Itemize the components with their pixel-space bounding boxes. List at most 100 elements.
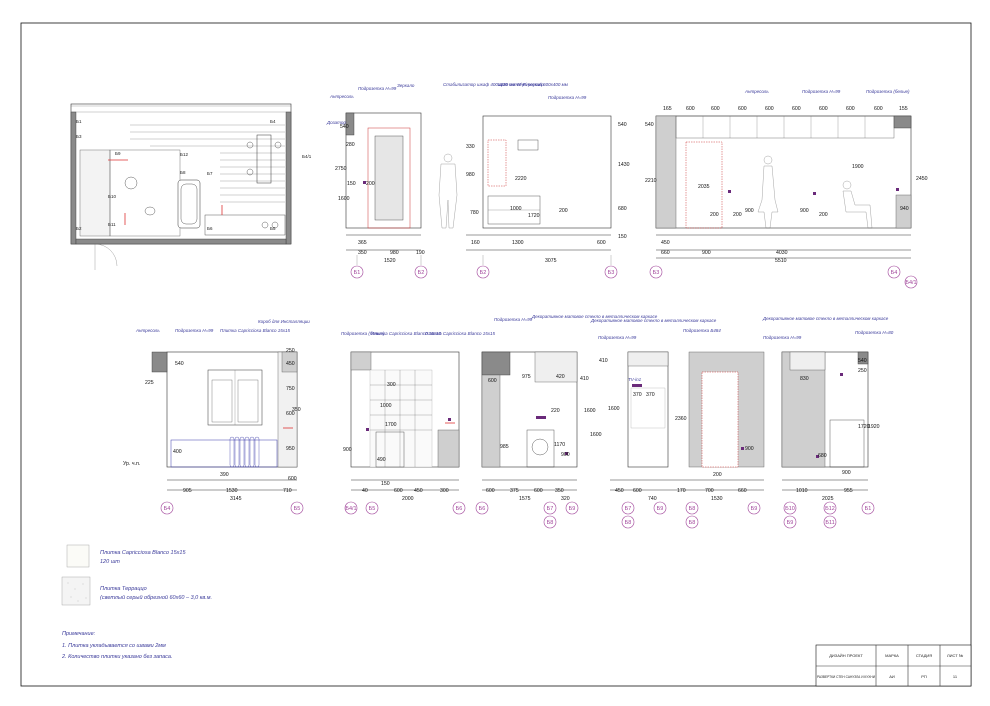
tb-value-project: РАЗВЕРТКИ СТЕН САНУЗЛА И КУХНИ: [817, 675, 876, 679]
axis-circle: [365, 501, 379, 515]
dimension-text: 410: [599, 358, 608, 364]
plan-mark: Б8: [180, 170, 186, 175]
axis-circle: [783, 501, 797, 515]
axis-label: Б4: [164, 506, 171, 512]
dimension-text: 200: [559, 208, 568, 214]
dimension-text: 390: [220, 472, 229, 478]
axis-label: Б9: [569, 506, 576, 512]
dimension-text: 1000: [380, 403, 392, 409]
axis-label: Б7: [547, 506, 554, 512]
axis-circle: [543, 515, 557, 529]
callout-label: Подрозетка Н=80: [855, 330, 894, 335]
dimension-text: 975: [522, 374, 531, 380]
axis-circle: [452, 501, 466, 515]
axis-circle: [823, 515, 837, 529]
dimension-text: 600: [874, 106, 883, 112]
axis-circle: [350, 265, 364, 279]
callout-label: Зеркало: [397, 83, 415, 88]
title-block: ДИЗАЙН ПРОЕКТ МАРКА СТАДИЯ ЛИСТ № РАЗВЕР…: [815, 644, 972, 687]
axis-marker: Б9: [747, 501, 761, 515]
dimension-text: 700: [705, 488, 714, 494]
dimension-text: 750: [286, 386, 295, 392]
elevation-v4: [151, 351, 298, 491]
axis-circle: [685, 501, 699, 515]
dimension-text: 830: [800, 376, 809, 382]
elevation-v5: [350, 351, 460, 491]
axis-circle: [649, 265, 663, 279]
axis-marker: Б8: [685, 515, 699, 529]
dimension-text: 165: [663, 106, 672, 112]
dimension-text: 600: [711, 106, 720, 112]
dimension-text: 220: [551, 408, 560, 414]
plan-mark: Б5: [270, 226, 276, 231]
tb-value-stage: РП: [921, 674, 927, 679]
axis-circle: [290, 501, 304, 515]
axis-marker: Б2: [414, 265, 428, 279]
dimension-text: 950: [286, 446, 295, 452]
dimension-text: 420: [556, 374, 565, 380]
sheet-border: [20, 22, 972, 687]
dimension-text: 1600: [338, 196, 350, 202]
dimension-text: 2750: [335, 166, 347, 172]
plan-mark: Б1: [76, 119, 82, 124]
callout-label: Антресоль: [135, 328, 160, 333]
axis-marker: Б6: [475, 501, 489, 515]
dimension-text: 600: [633, 488, 642, 494]
dimension-text: 1520: [384, 258, 396, 264]
dimension-text: 2025: [822, 496, 834, 502]
callout-label: Декоративное матовое стекло в металличес…: [590, 318, 717, 323]
dimension-text: Ур. ч.п.: [123, 461, 140, 467]
dimension-text: 300: [440, 488, 449, 494]
dimension-text: 780: [470, 210, 479, 216]
callout-label: Декоративное матовое стекло в металличес…: [531, 314, 658, 319]
callout-label: Дозатор: [326, 120, 346, 125]
dimension-text: 225: [145, 380, 154, 386]
axis-marker: Б9: [565, 501, 579, 515]
dimension-text: 370: [633, 392, 642, 398]
callout-label: Плитка Capricciosa Blanco 15х15: [371, 331, 441, 336]
axis-marker: Б3: [604, 265, 618, 279]
axis-label: Б11: [825, 520, 834, 526]
dimension-text: 900: [745, 446, 754, 452]
dimension-text: 1430: [618, 162, 630, 168]
dimension-text: 300: [387, 382, 396, 388]
dimension-text: 600: [488, 378, 497, 384]
axis-label: Б8: [689, 520, 696, 526]
notes: Примечание: 1. Плитка укладывается со шв…: [61, 631, 172, 660]
axis-marker: Б4/1: [344, 501, 358, 515]
axis-circle: [904, 275, 918, 289]
dimension-text: 1600: [584, 408, 596, 414]
axis-circle: [747, 501, 761, 515]
axis-label: Б3: [653, 270, 660, 276]
axis-marker: Б9: [653, 501, 667, 515]
axis-circle: [621, 501, 635, 515]
notes-item: 1. Плитка укладывается со швами 2мм: [62, 643, 166, 649]
dimension-text: 190: [416, 250, 425, 256]
dimension-text: 2000: [402, 496, 414, 502]
axis-label: Б8: [625, 520, 632, 526]
dimension-text: 320: [561, 496, 570, 502]
axis-label: Б5: [294, 506, 301, 512]
dimension-text: 540: [858, 358, 867, 364]
dimension-text: 540: [645, 122, 654, 128]
dimension-text: 600: [534, 488, 543, 494]
dimension-text: 150: [381, 481, 390, 487]
dimension-text: 600: [486, 488, 495, 494]
tb-header-mark: МАРКА: [885, 653, 899, 658]
plan-mark: Б3: [76, 134, 82, 139]
axis-circle: [344, 501, 358, 515]
dimension-text: 1900: [852, 164, 864, 170]
axis-label: Б2: [480, 270, 487, 276]
axis-marker: Б11: [823, 515, 837, 529]
tb-header-sheet: ЛИСТ №: [947, 653, 963, 658]
axis-label: Б9: [751, 506, 758, 512]
dimension-text: 540: [340, 124, 349, 130]
dimension-text: 955: [844, 488, 853, 494]
callout-label: Подрозетка Б484: [683, 328, 721, 333]
dimension-text: 450: [661, 240, 670, 246]
callout-label: Подрозетка Н=99: [175, 328, 214, 333]
dimension-text: 940: [900, 206, 909, 212]
plan-mark: Б11: [108, 222, 116, 227]
dimension-text: 900: [343, 447, 352, 453]
